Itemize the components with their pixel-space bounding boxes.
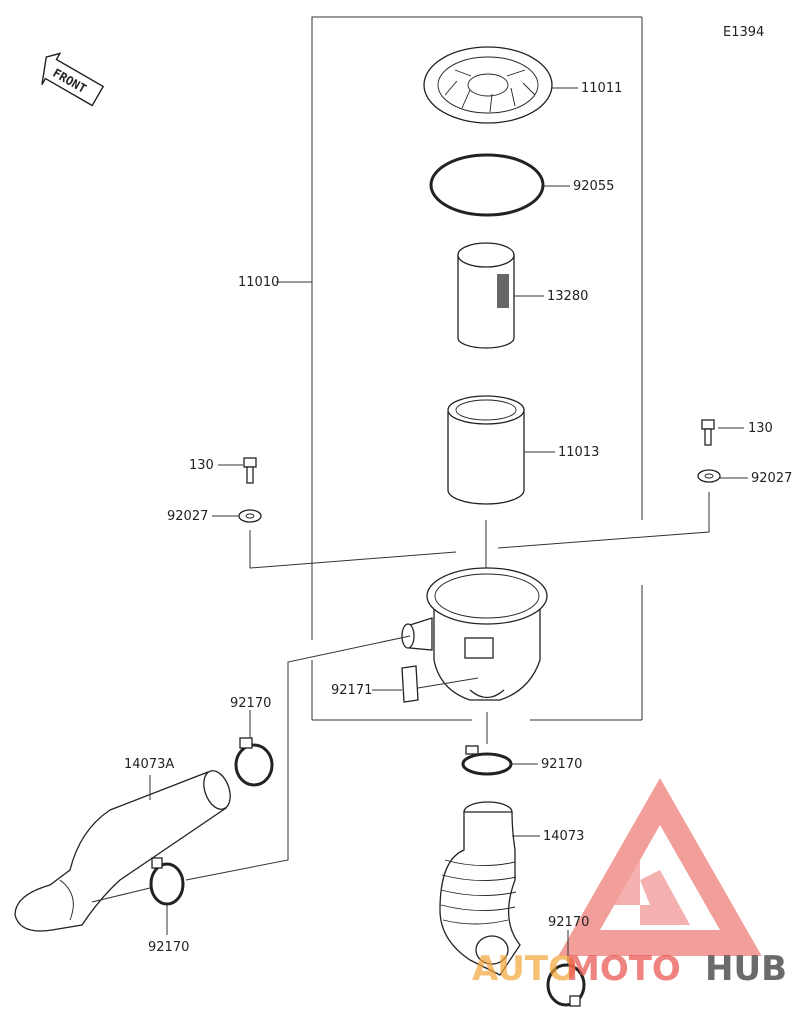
label-130-right: 130	[748, 421, 773, 436]
o-ring-92055	[429, 153, 570, 217]
washer-92027-right	[497, 469, 748, 549]
label-11010: 11010	[238, 275, 279, 290]
front-arrow-icon: FRONT	[41, 52, 105, 107]
duct-14073	[439, 801, 540, 976]
label-14073: 14073	[543, 829, 584, 844]
clip-92171	[372, 665, 479, 703]
label-92170-upper-left: 92170	[230, 696, 271, 711]
label-130-left: 130	[189, 458, 214, 473]
watermark-text: AUTO MOTO HUB	[472, 949, 787, 989]
label-14073A: 14073A	[124, 757, 174, 772]
cover-11011	[423, 46, 578, 124]
label-11013: 11013	[558, 445, 599, 460]
clamp-92170-upper-left	[234, 710, 274, 787]
watermark-part-auto: AUTO	[472, 949, 577, 989]
clamp-92170-bottom-right	[546, 930, 586, 1007]
label-92027-right: 92027	[751, 471, 792, 486]
washer-92027-left	[212, 509, 457, 569]
element-11013	[447, 395, 555, 505]
clamp-92170-lower-left	[91, 857, 185, 935]
label-13280: 13280	[547, 289, 588, 304]
air-box-housing	[401, 567, 548, 701]
label-92027-left: 92027	[167, 509, 208, 524]
label-92170-lower-left: 92170	[148, 940, 189, 955]
label-11011: 11011	[581, 81, 622, 96]
watermark-part-hub: HUB	[705, 949, 787, 989]
label-92170-center: 92170	[541, 757, 582, 772]
watermark-part-moto: MOTO	[566, 949, 681, 989]
label-92055: 92055	[573, 179, 614, 194]
bolt-130-right	[701, 419, 744, 446]
watermark-logo	[558, 777, 762, 956]
assembly-bracket	[276, 16, 643, 721]
label-92171: 92171	[331, 683, 372, 698]
bolt-130-left	[218, 457, 257, 484]
duct-14073A	[14, 635, 411, 932]
diagram-code: E1394	[723, 25, 764, 40]
inner-filter-13280	[457, 242, 544, 349]
clamp-92170-center	[461, 712, 538, 776]
label-92170-bottom-right: 92170	[548, 915, 589, 930]
